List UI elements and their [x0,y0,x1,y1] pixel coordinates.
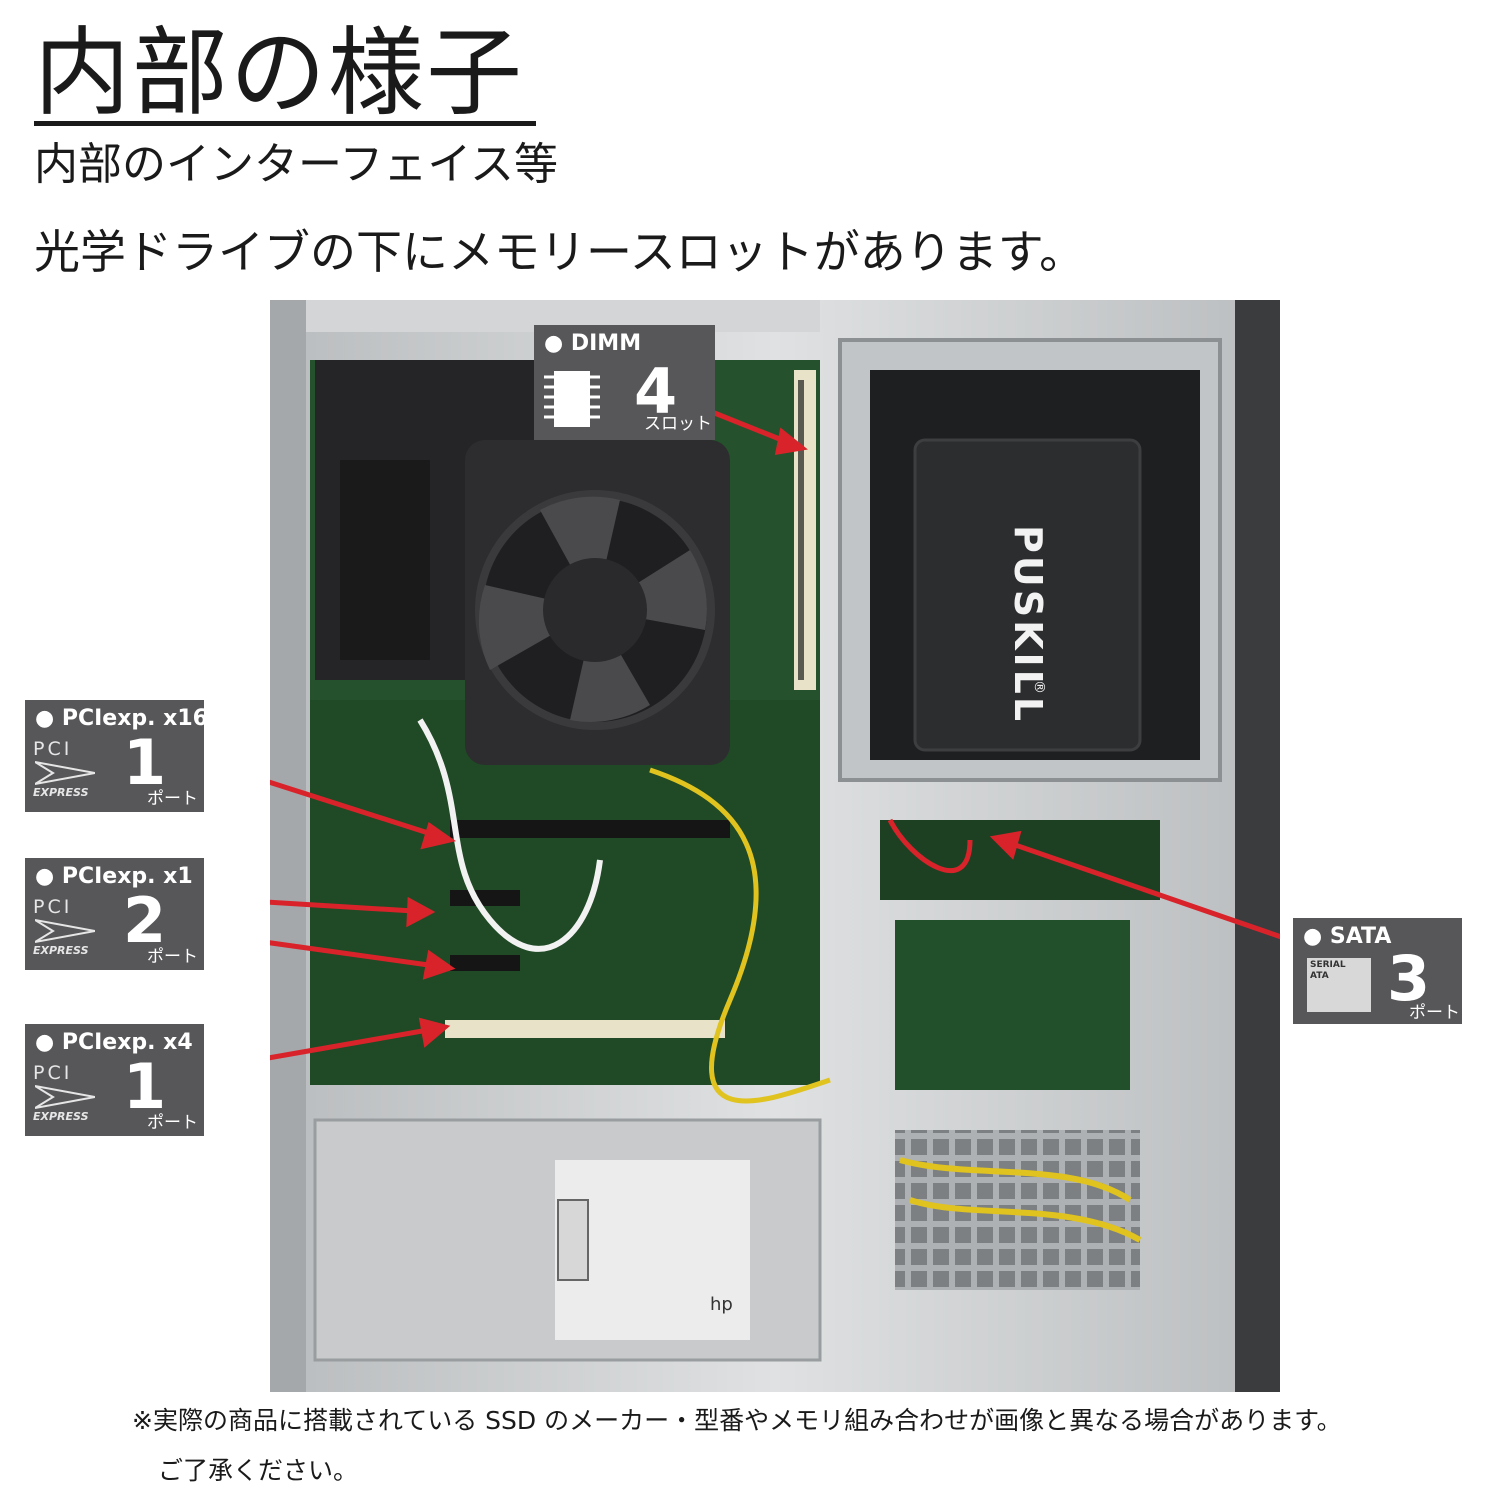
pci-express-logo: PCI EXPRESS [33,738,105,802]
pcie-x4-count-unit: ポート [147,1113,198,1133]
memory-chip-icon [544,371,600,427]
pcie-x16-slot [450,820,730,838]
sata-count-unit: ポート [1409,1003,1460,1023]
pcie-x1-port-count: 2 [123,884,167,957]
sata-badge: ● SATA SERIAL ATA 3 ポート [1293,918,1462,1024]
dimm-slot-count: 4 [634,355,678,428]
sata-badge-heading: ● SATA [1303,924,1392,949]
pci-express-logo: PCI EXPRESS [33,896,105,960]
callout-arrows [270,409,1280,1061]
serial-ata-logo: SERIAL ATA [1307,958,1371,1012]
pci-express-logo: PCI EXPRESS [33,1062,105,1126]
power-supply: hp [313,1118,822,1362]
ssd: PUSKILL ® [913,438,1142,752]
footnote-line-2: ご了承ください。 [158,1456,359,1485]
dimm-slots [794,370,816,690]
ssd-brand-text: PUSKILL [1006,525,1050,724]
page-description: 光学ドライブの下にメモリースロットがあります。 [34,225,1086,279]
page-title: 内部の様子 [34,17,524,129]
title-underline [34,121,536,126]
pcie-x4-badge: ● PCIexp. x4 PCI EXPRESS 1 ポート [25,1024,204,1136]
pcie-x1-slot-2 [450,955,520,971]
dimm-badge-heading: ● DIMM [544,331,642,356]
pcie-x16-badge-heading: ● PCIexp. x16 [35,706,208,731]
pcie-x1-slot-1 [450,890,520,906]
dimm-count-unit: スロット [644,414,712,434]
footnote-line-1: ※実際の商品に搭載されている SSD のメーカー・型番やメモリ組み合わせが画像と… [132,1406,1342,1435]
cpu-fan [465,440,730,765]
pcie-x1-badge-heading: ● PCIexp. x1 [35,864,193,889]
pcie-x16-badge: ● PCIexp. x16 PCI EXPRESS 1 ポート [25,700,208,812]
pcie-x16-count-unit: ポート [147,789,198,809]
page-subtitle: 内部のインターフェイス等 [34,139,559,190]
pcie-x16-port-count: 1 [123,726,167,799]
pcie-x1-badge: ● PCIexp. x1 PCI EXPRESS 2 ポート [25,858,204,970]
pc-interior-photo: PUSKILL ® hp [270,300,1280,1392]
ssd-registered-mark: ® [1031,680,1047,694]
psu-brand-text: hp [710,1294,733,1315]
pcie-x4-port-count: 1 [123,1050,167,1123]
pcie-x1-count-unit: ポート [147,947,198,967]
pcie-x4-slot [445,1020,725,1038]
sata-port-count: 3 [1387,942,1431,1015]
dimm-badge: ● DIMM 4 スロット [534,325,715,440]
sata-area [895,920,1130,1090]
pcie-x4-badge-heading: ● PCIexp. x4 [35,1030,193,1055]
